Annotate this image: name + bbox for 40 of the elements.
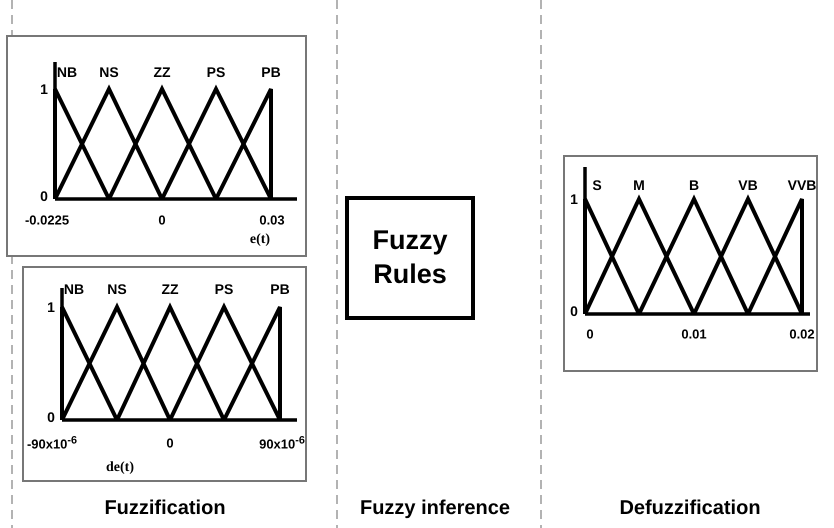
tick-label: 0.03	[259, 214, 285, 226]
membership-plot-panel	[563, 155, 818, 372]
fuzzy-set-label: VB	[738, 178, 758, 192]
stage-label: Fuzzy inference	[360, 497, 510, 520]
rule-base-box	[345, 196, 475, 320]
axis-label: e(t)	[250, 233, 270, 247]
tick-label: -0.0225	[24, 214, 70, 226]
membership-value: 1	[570, 192, 578, 206]
tick-label: 0	[166, 436, 174, 450]
stage-label: Fuzzification	[104, 497, 226, 520]
membership-plot-panel	[22, 266, 307, 482]
stage-label: Defuzzification	[619, 497, 761, 520]
tick-label: 90x10$^{-6}$	[259, 435, 305, 451]
rule-base-title: Fuzzy Rules	[371, 224, 448, 291]
tick-label: 0.02	[789, 328, 815, 340]
membership-value: 1	[47, 300, 55, 314]
fuzzy-set-label: VVB	[788, 178, 816, 192]
fuzzy-set-label: NS	[99, 65, 119, 79]
tick-label: 0	[158, 214, 166, 226]
tick-label: 0.01	[681, 328, 707, 340]
axis-label: de(t)	[106, 461, 134, 475]
fuzzy-set-label: PS	[214, 282, 234, 296]
fuzzy-set-label: PB	[270, 282, 290, 296]
fuzzy-set-label: ZZ	[153, 65, 171, 79]
tick-label: 0	[586, 328, 594, 340]
fuzzy-set-label: NS	[107, 282, 127, 296]
fuzzy-set-label: S	[592, 178, 602, 192]
membership-plot-panel	[6, 35, 307, 257]
membership-value: 1	[40, 82, 48, 96]
fuzzy-set-label: B	[688, 178, 700, 192]
membership-value: 0	[40, 189, 48, 203]
fuzzy-set-label: PB	[261, 65, 281, 79]
fuzzy-set-label: PS	[206, 65, 226, 79]
tick-label: -90x10$^{-6}$	[26, 435, 78, 451]
fuzzy-set-label: NB	[64, 282, 84, 296]
fuzzy-set-label: ZZ	[161, 282, 179, 296]
fuzzy-set-label: NB	[56, 65, 78, 79]
membership-value: 0	[570, 304, 578, 318]
membership-value: 0	[47, 410, 55, 424]
fuzzy-set-label: M	[633, 178, 645, 192]
